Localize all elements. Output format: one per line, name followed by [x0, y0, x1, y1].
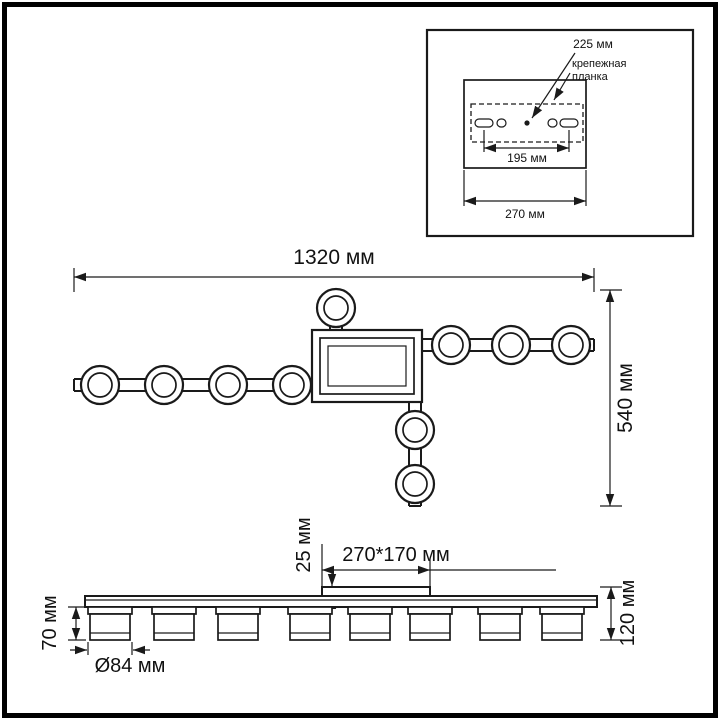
slot-hole [559, 118, 579, 128]
lamp-circle-inner [498, 332, 524, 358]
center-block [310, 328, 424, 404]
lamp-circle-inner [87, 372, 113, 398]
inset-box [425, 28, 695, 238]
lamp-circle-inner [558, 332, 584, 358]
slot-hole [547, 118, 558, 128]
lamp-circle-inner [151, 372, 177, 398]
dim-1320-label: 1320 мм [293, 246, 374, 269]
lamp-circles [79, 287, 592, 505]
lamp-shade [287, 606, 333, 641]
lamp-circle-inner [323, 295, 349, 321]
lamp-shade [539, 606, 585, 641]
mounting-inset: 225 мм крепежная планка 195 мм 270 мм [425, 28, 695, 238]
dim-540: 540 мм [600, 289, 637, 507]
slot-hole [496, 118, 507, 128]
fixture-top-view: 1320 мм 540 мм [73, 246, 637, 507]
lamp-circle [430, 324, 472, 366]
canopy [321, 586, 431, 597]
dim-270x170-label: 270*170 мм [342, 544, 450, 566]
dim-270x170: 270*170 мм [321, 544, 556, 586]
lamp-shade [215, 606, 261, 641]
dim-25-label: 25 мм [293, 517, 315, 572]
dim-84: Ø84 мм [70, 642, 165, 677]
lamp-shade [347, 606, 393, 641]
lamp-shade [87, 606, 133, 641]
lamp-circle [490, 324, 532, 366]
lamp-circle [394, 409, 436, 451]
lamp-circle [315, 287, 357, 329]
fixture-bar [84, 595, 598, 608]
lamp-circle-inner [402, 471, 428, 497]
slot-hole [474, 118, 494, 128]
leader-line-bracket [553, 72, 571, 101]
dim-1320: 1320 мм [73, 246, 595, 292]
lamp-circle [550, 324, 592, 366]
lamp-shades [87, 606, 585, 641]
dim-270-label: 270 мм [505, 207, 545, 221]
dim-195-label: 195 мм [507, 151, 547, 165]
dim-70: 70 мм [39, 595, 86, 651]
lamp-circle [143, 364, 185, 406]
dim-195: 195 мм [483, 130, 570, 165]
lamp-shade [477, 606, 523, 641]
lamp-circle-inner [279, 372, 305, 398]
lamp-circle [394, 463, 436, 505]
lamp-circle-inner [438, 332, 464, 358]
bracket-label-line1: крепежная [572, 58, 627, 70]
dim-540-label: 540 мм [614, 363, 637, 433]
lamp-circle [79, 364, 121, 406]
bracket-label-line2: планка [572, 71, 609, 83]
dim-120: 120 мм [600, 580, 639, 646]
dim-84-label: Ø84 мм [95, 655, 166, 677]
lamp-shade [151, 606, 197, 641]
dim-120-label: 120 мм [617, 580, 639, 646]
dim-270: 270 мм [463, 170, 587, 221]
lamp-circle [207, 364, 249, 406]
lamp-shade [407, 606, 453, 641]
dim-70-label: 70 мм [39, 595, 61, 650]
lamp-circle [271, 364, 313, 406]
dim-225-label: 225 мм [573, 37, 613, 51]
center-mark [524, 120, 530, 126]
lamp-circle-inner [402, 417, 428, 443]
bracket-dashed-outline [470, 103, 584, 143]
fixture-side-view: 270*170 мм 25 мм [39, 517, 639, 677]
lamp-circle-inner [215, 372, 241, 398]
leader-line-225 [531, 52, 576, 119]
